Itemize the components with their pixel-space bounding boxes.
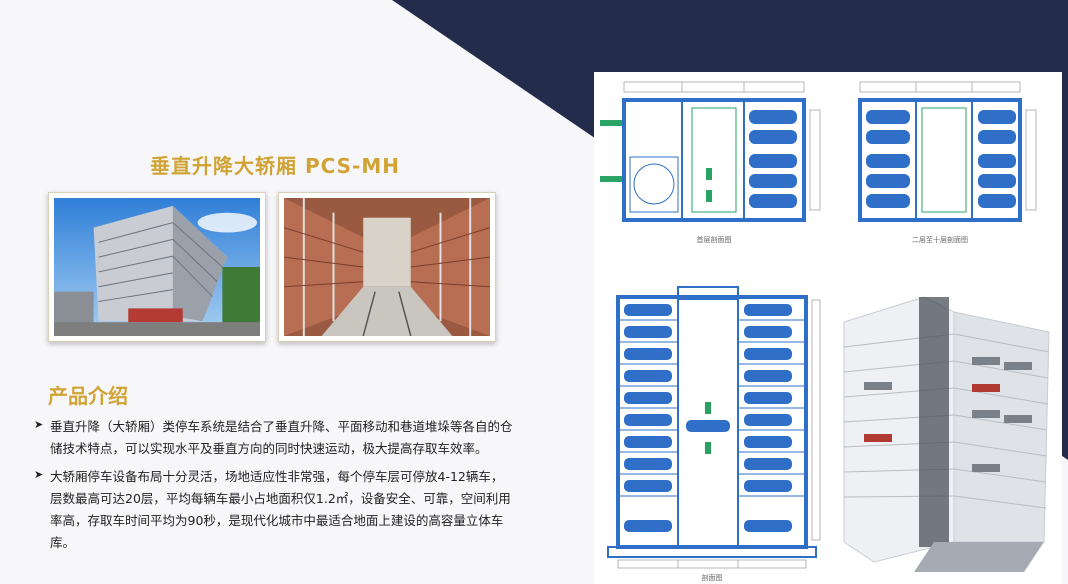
bullet-item: ➤ 垂直升降（大轿厢）类停车系统是结合了垂直升降、平面移动和巷道堆垛等各自的仓储… [34,416,514,460]
bullet-item: ➤ 大轿厢停车设备布局十分灵活，场地适应性非常强，每个停车层可停放4-12辆车，… [34,466,514,554]
bullet-list: ➤ 垂直升降（大轿厢）类停车系统是结合了垂直升降、平面移动和巷道堆垛等各自的仓储… [34,416,514,560]
ground-plan-caption: 首层剖面图 [697,235,732,244]
bullet-arrow-icon: ➤ [34,418,44,431]
bullet-arrow-icon: ➤ [34,468,44,481]
vertical-section-diagram: 剖面图 [607,286,821,582]
3d-garage-rendering [843,296,1050,572]
section-caption: 剖面图 [702,573,723,582]
bullet-text: 大轿厢停车设备布局十分灵活，场地适应性非常强，每个停车层可停放4-12辆车，层数… [50,469,511,550]
diagram-panel: 首层剖面图 二层至十层剖面图 [594,72,1062,584]
upper-floor-plan: 二层至十层剖面图 [858,81,1037,244]
ground-floor-plan: 首层剖面图 [600,81,821,244]
lift-shaft-photo [278,192,496,342]
page-title: 垂直升降大轿厢 PCS-MH [149,154,400,178]
upper-plan-caption: 二层至十层剖面图 [912,235,968,244]
bullet-text: 垂直升降（大轿厢）类停车系统是结合了垂直升降、平面移动和巷道堆垛等各自的仓储技术… [50,419,513,456]
building-photo [48,192,266,342]
section-title: 产品介绍 [48,384,128,408]
